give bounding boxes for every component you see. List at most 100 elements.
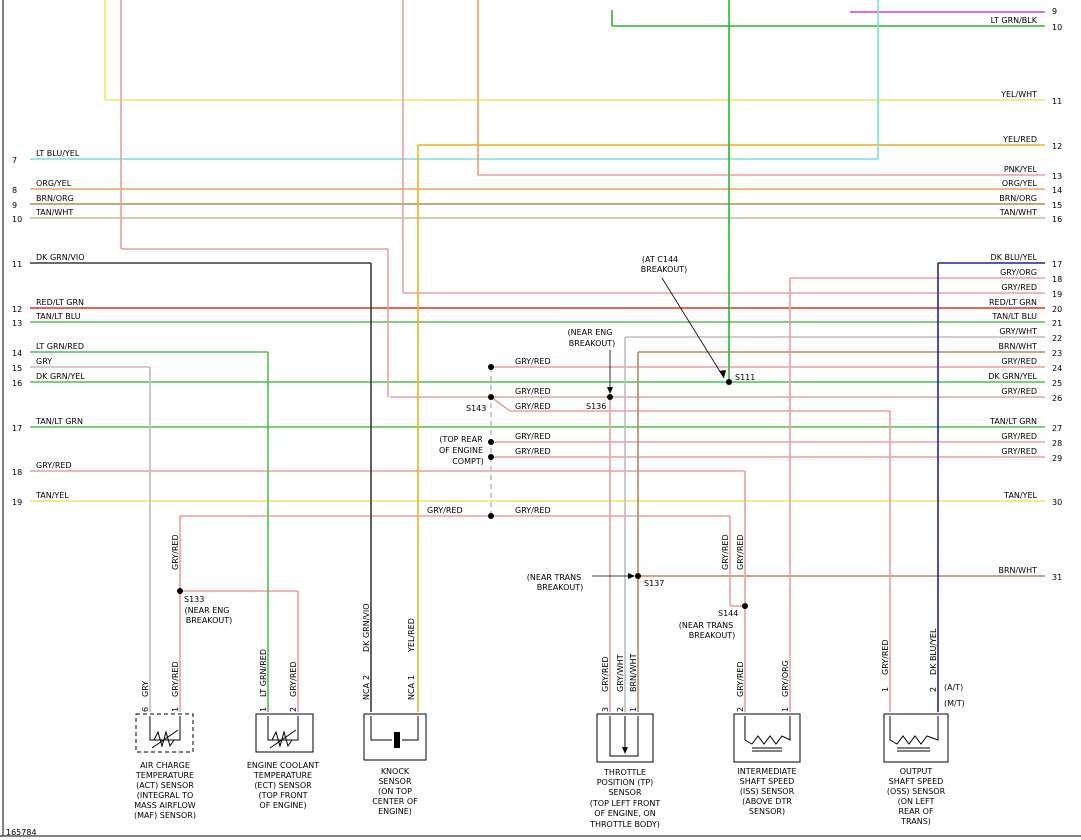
llabel-11: DK GRN/VIO	[36, 253, 85, 262]
act-sensor-loop	[149, 716, 181, 741]
splice-s136-dot	[607, 394, 613, 400]
act-caption-6: (MAF) SENSOR)	[134, 811, 196, 820]
pin-ks-2: 2	[362, 675, 371, 680]
splice-s143-dot	[488, 394, 494, 400]
splice-s137-dot	[635, 573, 641, 579]
num-24: 24	[1052, 364, 1062, 373]
oss-caption-2: SHAFT SPEED	[889, 777, 944, 786]
oss-caption-3: (OSS) SENSOR	[887, 787, 946, 796]
tp-caption-3: SENSOR	[608, 788, 641, 797]
note-toprear-3: COMPT)	[452, 457, 484, 466]
splices: S111 S143 S136 S137 S133 S144	[177, 364, 755, 618]
label-25: DK GRN/YEL	[988, 372, 1037, 381]
note-s133-2: BREAKOUT)	[186, 616, 233, 625]
arrow-c144	[661, 277, 725, 379]
pin-iss-2: 2	[736, 707, 745, 712]
tp-caption-1: THROTTLE	[603, 768, 646, 777]
s143-jog	[490, 396, 511, 412]
label-19: GRY/RED	[1001, 283, 1037, 292]
vlabel-tp-brnwht: BRN/WHT	[629, 653, 638, 692]
vlabel-tp-gryred: GRY/RED	[601, 656, 610, 692]
num-14: 14	[1052, 186, 1062, 195]
note-s144-2: BREAKOUT)	[689, 631, 736, 640]
label-13: PNK/YEL	[1004, 165, 1038, 174]
vlabel-ks-nca2: NCA	[407, 682, 416, 700]
lnum-19: 19	[12, 498, 22, 507]
vlabel-s144-gryred1: GRY/RED	[721, 534, 730, 570]
note-toprear-2: OF ENGINE	[439, 446, 483, 455]
pin-act-1: 1	[171, 707, 180, 712]
tp-caption-4: (TOP LEFT FRONT	[590, 799, 661, 808]
llabel-19: TAN/YEL	[35, 491, 69, 500]
pin-oss-1: 1	[881, 687, 890, 692]
vlabel-ks-dkgrnvio: DK GRN/VIO	[362, 603, 371, 652]
num-12: 12	[1052, 142, 1062, 151]
ect-caption-1: ENGINE COOLANT	[247, 761, 319, 770]
thermistor-arrow-icon	[151, 729, 179, 749]
act-caption-5: MASS AIRFLOW	[134, 801, 196, 810]
pin-tp-2: 2	[616, 707, 625, 712]
lnum-13: 13	[12, 319, 22, 328]
vertical-labels: GRY/RED GRY GRY/RED LT GRN/RED GRY/RED D…	[141, 534, 938, 700]
lnum-16: 16	[12, 379, 22, 388]
num-20: 20	[1052, 305, 1062, 314]
num-17: 17	[1052, 260, 1062, 269]
iss-caption-5: SENSOR)	[749, 807, 785, 816]
ect-caption-2: TEMPERATURE	[253, 771, 312, 780]
ks-caption-2: SENSOR	[378, 777, 411, 786]
pin-ks-1: 1	[407, 675, 416, 680]
note-neareng-1: (NEAR ENG	[568, 328, 613, 337]
ks-caption-4: CENTER OF	[372, 797, 418, 806]
num-27: 27	[1052, 424, 1062, 433]
llabel-15: GRY	[36, 357, 52, 366]
llabel-13: TAN/LT BLU	[35, 312, 81, 321]
mid-label-29: GRY/RED	[515, 447, 551, 456]
iss-sensor	[733, 713, 801, 763]
connector-dot-29	[488, 454, 494, 460]
act-caption-2: TEMPERATURE	[135, 771, 194, 780]
num-26: 26	[1052, 394, 1062, 403]
pin-tp-3: 3	[601, 707, 610, 712]
vlabel-ks-yelred: YEL/RED	[407, 618, 416, 653]
arrowhead-c144	[719, 370, 726, 378]
splice-s144-dot	[742, 603, 748, 609]
right-wire-numbers: 9 10 11 12 13 14 15 16 17 18 19 20 21 22…	[1052, 7, 1062, 582]
num-23: 23	[1052, 349, 1062, 358]
ect-sensor	[255, 713, 314, 753]
vlabel-tp-grywht: GRY/WHT	[616, 654, 625, 692]
coil-icon	[744, 716, 791, 745]
num-29: 29	[1052, 454, 1062, 463]
llabel-16: DK GRN/YEL	[36, 372, 85, 381]
diagram-id: 165784	[6, 828, 37, 837]
num-22: 22	[1052, 334, 1062, 343]
label-10: LT GRN/BLK	[991, 16, 1038, 25]
iss-caption-4: (ABOVE DTR	[742, 797, 792, 806]
thermistor-icon	[271, 730, 293, 748]
pin-ect-1: 1	[259, 707, 268, 712]
left-wire-labels: LT BLU/YEL ORG/YEL BRN/ORG TAN/WHT DK GR…	[35, 149, 85, 500]
vlabel-act-gryred: GRY/RED	[171, 661, 180, 697]
label-28: GRY/RED	[1001, 432, 1037, 441]
mid-label-28: GRY/RED	[515, 432, 551, 441]
num-28: 28	[1052, 439, 1062, 448]
lnum-10: 10	[12, 215, 22, 224]
notes: (AT C144 BREAKOUT) (NEAR ENG BREAKOUT) (…	[185, 255, 736, 640]
mid-label-26b: GRY/RED	[515, 402, 551, 411]
splice-s133-label: S133	[184, 595, 204, 604]
vlabel-ks-nca1: NCA	[362, 682, 371, 700]
knock-sensor-lead2	[402, 716, 419, 741]
llabel-14: LT GRN/RED	[36, 342, 84, 351]
component-captions: AIR CHARGE TEMPERATURE (ACT) SENSOR (INT…	[134, 761, 946, 829]
tp-caption-2: POSITION (TP)	[597, 778, 654, 787]
right-wire-labels: LT GRN/BLK YEL/WHT YEL/RED PNK/YEL ORG/Y…	[988, 16, 1038, 575]
mid-wire-labels: GRY/RED GRY/RED GRY/RED GRY/RED GRY/RED …	[427, 357, 551, 515]
oss-note-at: (A/T)	[944, 683, 963, 692]
act-caption-3: (ACT) SENSOR	[136, 781, 194, 790]
label-18: GRY/ORG	[1000, 268, 1037, 277]
lnum-18: 18	[12, 468, 22, 477]
connector-dot-24	[488, 364, 494, 370]
label-15: BRN/ORG	[999, 194, 1037, 203]
llabel-7: LT BLU/YEL	[36, 149, 80, 158]
vlabel-oss-dkbluyel: DK BLU/YEL	[929, 628, 938, 675]
